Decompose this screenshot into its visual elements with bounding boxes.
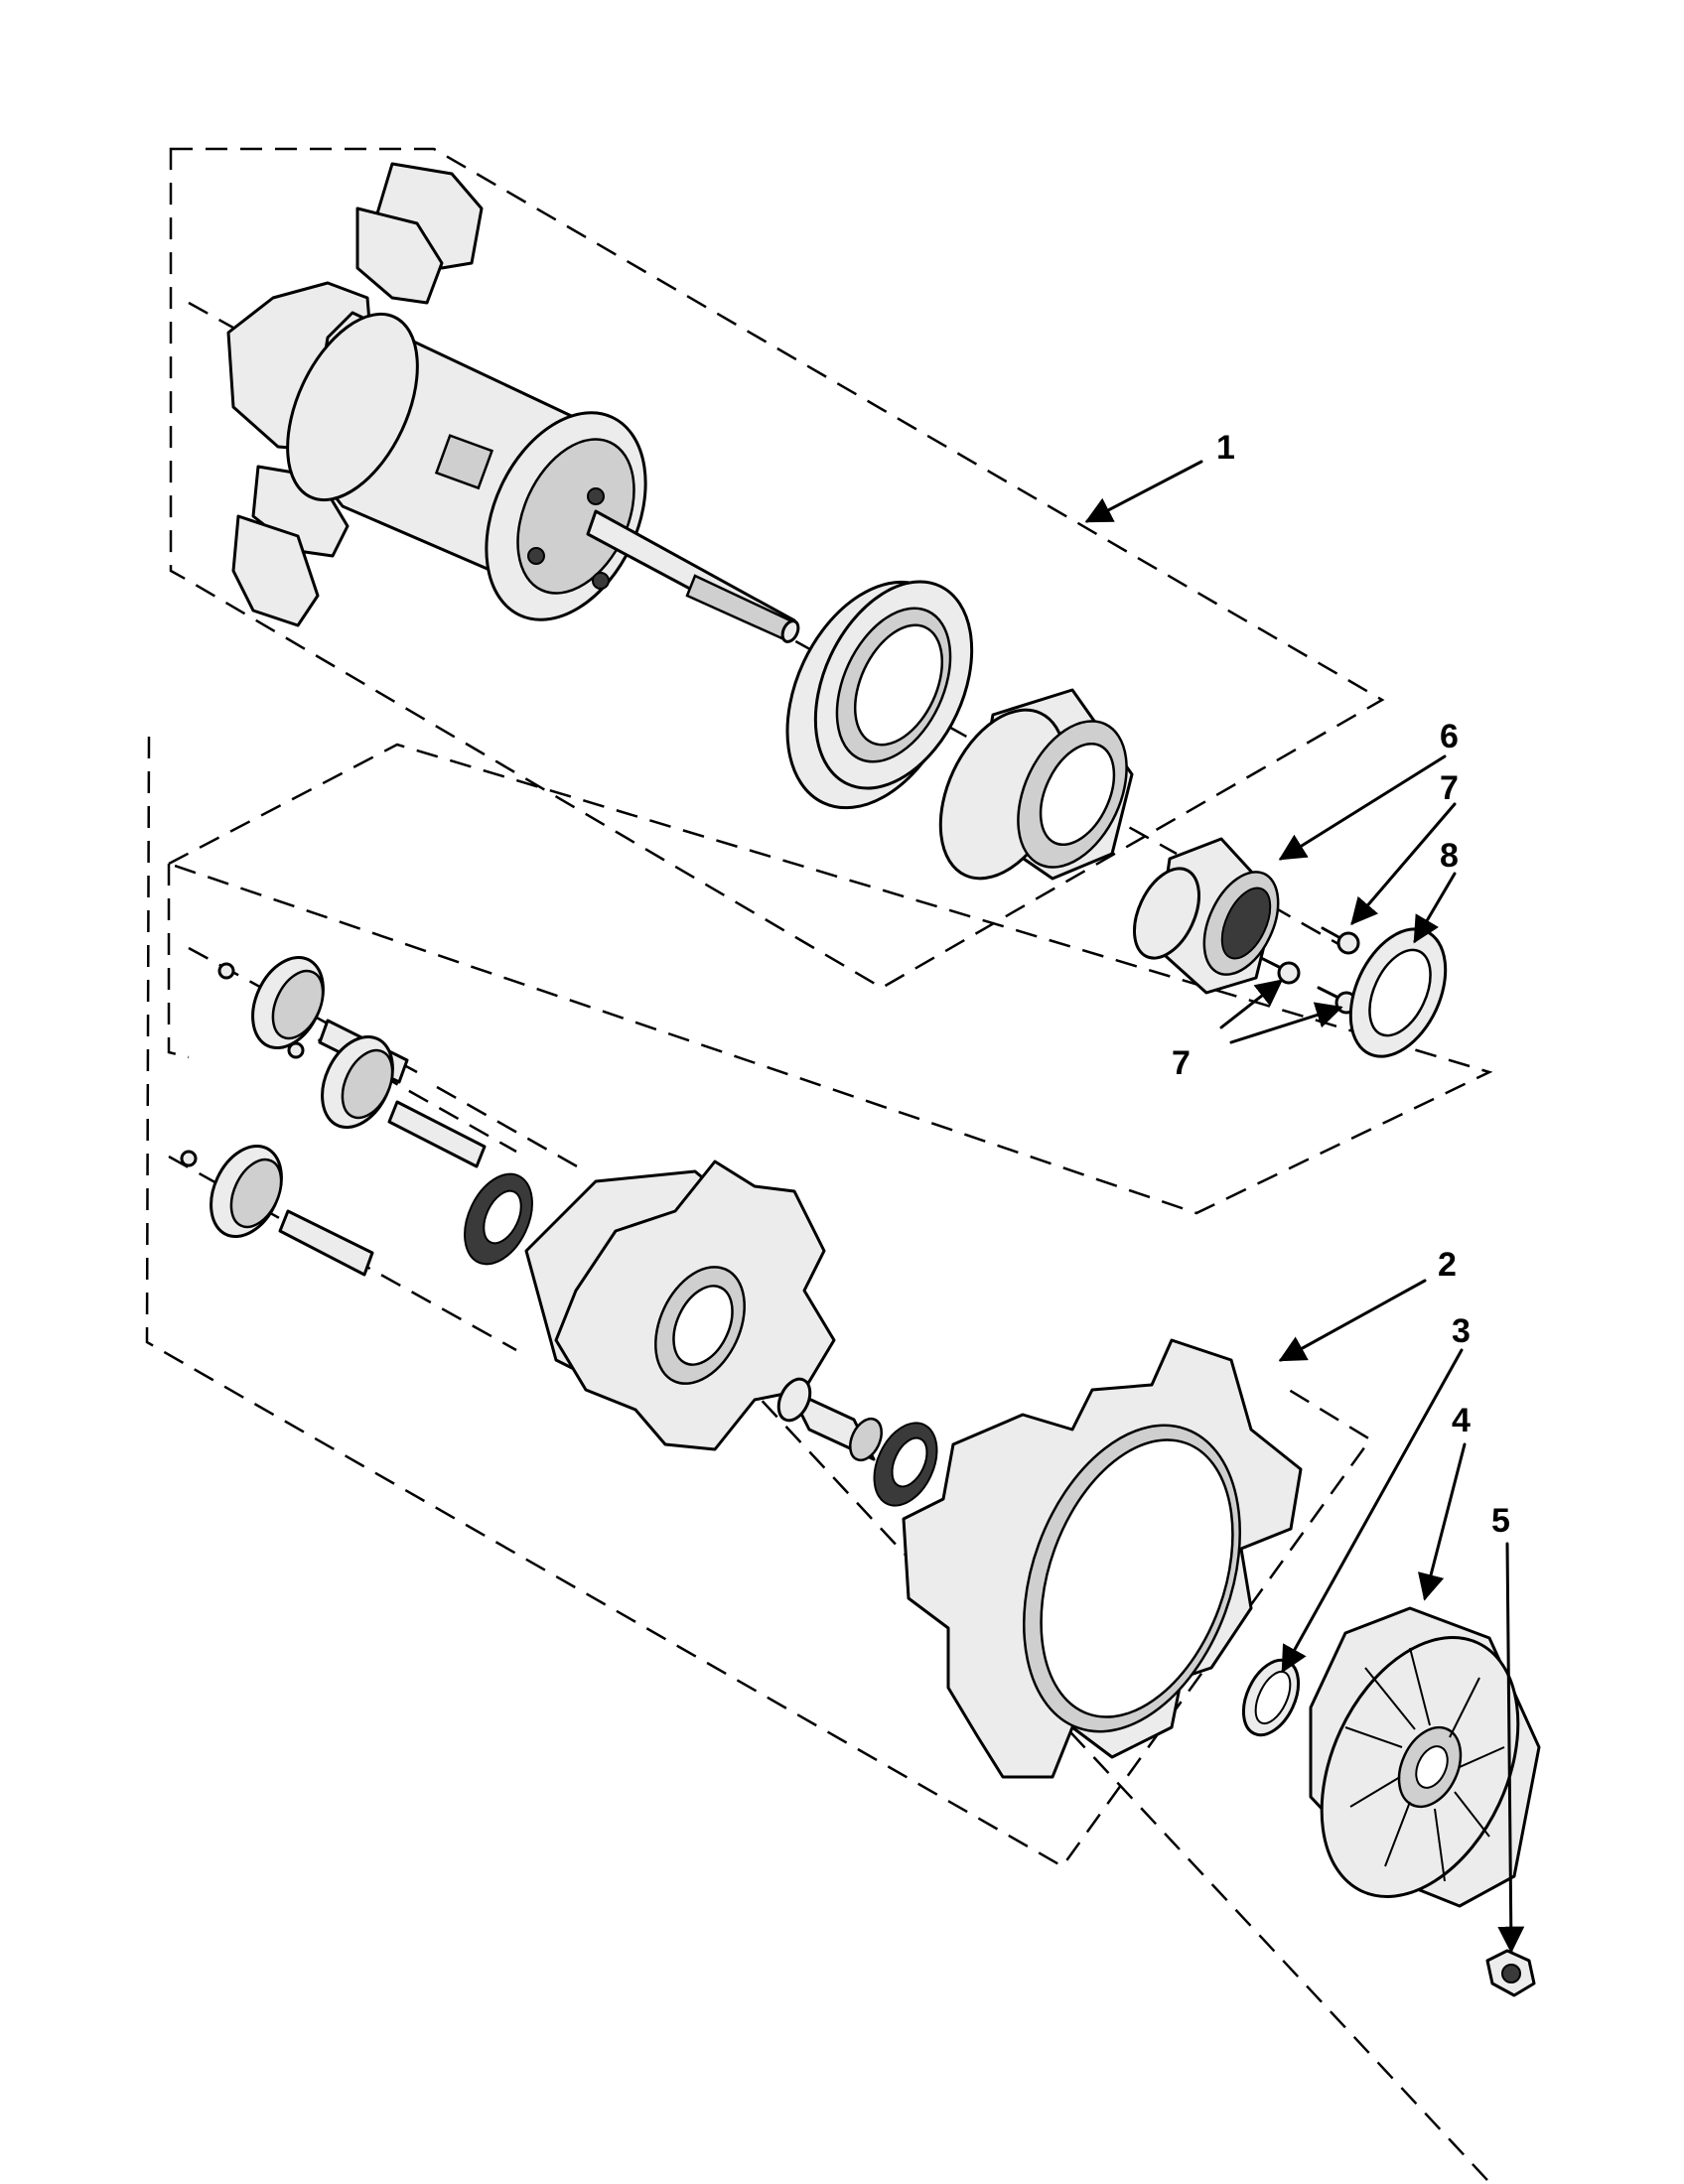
callout-5: 5 <box>1491 1502 1510 1540</box>
callout-6: 6 <box>1440 718 1459 755</box>
spacer-tube <box>776 1377 883 1462</box>
bearing-housing <box>938 688 1134 881</box>
callout-8: 8 <box>1440 837 1459 875</box>
callout-7-top: 7 <box>1440 769 1459 807</box>
drive-motor <box>226 162 800 643</box>
motor-assembly-boundary <box>169 147 1385 990</box>
callout-3: 3 <box>1452 1312 1471 1350</box>
screw <box>1259 956 1301 985</box>
oil-seal <box>464 1172 533 1266</box>
screw <box>1321 926 1360 955</box>
wheel <box>1309 1606 1541 1908</box>
callout-1: 1 <box>1216 429 1235 467</box>
callout-4: 4 <box>1452 1402 1471 1439</box>
planet-carrier <box>524 1160 836 1451</box>
planet-gear-lower <box>180 1144 374 1277</box>
ball-bearing <box>785 580 974 810</box>
gear-housing-boundary <box>165 743 1493 1215</box>
oil-seal-2 <box>873 1422 938 1507</box>
assembly-axis-lines <box>168 301 1493 2184</box>
gearbox-assembly-boundary <box>145 736 1372 1868</box>
hex-nut <box>1485 1949 1536 1997</box>
planet-gear-middle <box>287 1034 487 1168</box>
seal-ring <box>1348 927 1448 1058</box>
drive-sprocket <box>902 1338 1303 1779</box>
needle-bearing <box>1133 837 1280 995</box>
callout-leaders <box>1084 460 1525 1954</box>
callout-7-bottom: 7 <box>1172 1044 1191 1082</box>
o-ring <box>1241 1658 1301 1737</box>
callout-2: 2 <box>1438 1246 1457 1284</box>
